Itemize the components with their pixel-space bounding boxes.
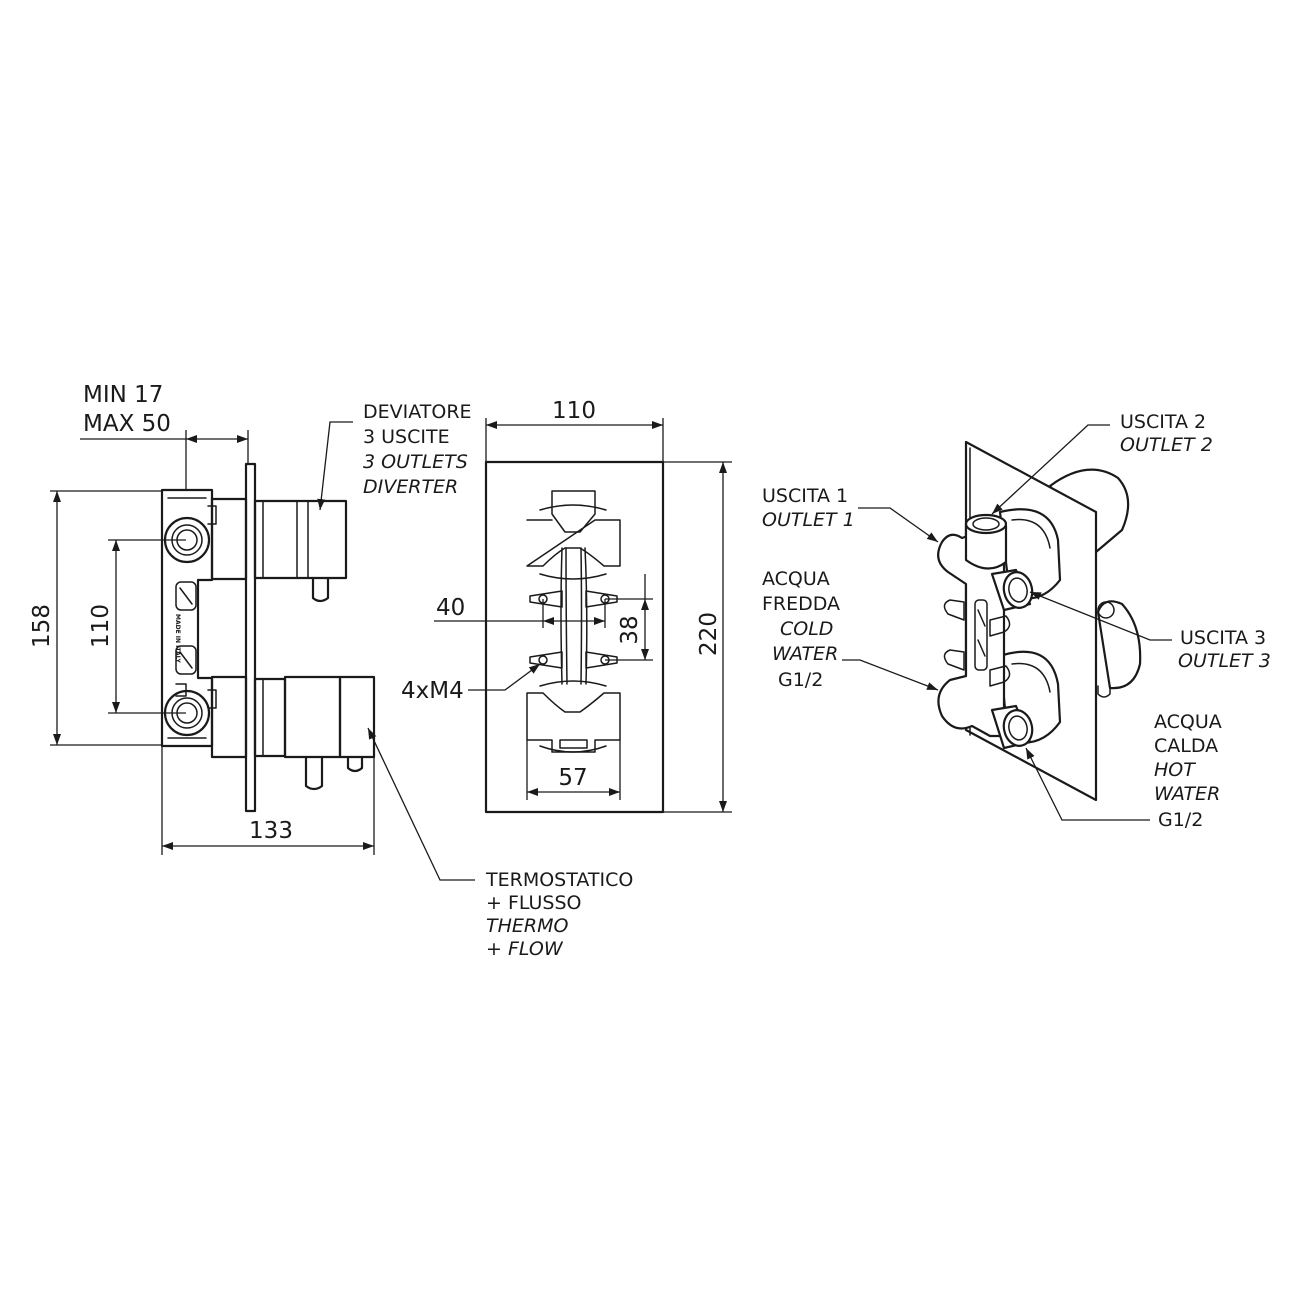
thermo-label-it: TERMOSTATICO <box>485 869 633 891</box>
dim-110-centres: 110 <box>88 539 186 714</box>
hot-label-3: HOT <box>1154 759 1196 781</box>
diverter-callout: DEVIATORE 3 USCITE 3 OUTLETS DIVERTER <box>317 401 472 511</box>
side-view: MADE IN ITALY <box>29 382 633 960</box>
dim-min-label: MIN 17 <box>83 382 163 408</box>
outlet2-label-en: OUTLET 2 <box>1120 434 1213 456</box>
isometric-view: USCITA 2 OUTLET 2 USCITA 1 OUTLET 1 USCI… <box>762 411 1271 831</box>
hot-label-1: ACQUA <box>1154 711 1222 733</box>
hot-label-4: WATER <box>1154 783 1220 805</box>
dim-40: 40 <box>434 595 606 628</box>
dim-plate-width-label: 110 <box>552 398 596 424</box>
dim-max-label: MAX 50 <box>83 411 171 437</box>
cold-label-1: ACQUA <box>762 568 830 590</box>
outlet3-label-it: USCITA 3 <box>1180 627 1266 649</box>
hot-thread-label: G1/2 <box>1158 809 1203 831</box>
dim-min-max: MIN 17 MAX 50 <box>80 382 249 490</box>
cold-label-4: WATER <box>772 643 838 665</box>
cold-label-3: COLD <box>780 618 833 640</box>
thermo-label-en-2: + FLOW <box>486 938 564 960</box>
wall-plate-edge <box>244 462 257 813</box>
diverter-label-it-2: 3 USCITE <box>363 426 450 448</box>
thermostatic-handle <box>210 675 376 791</box>
thermo-label-it-2: + FLUSSO <box>486 892 582 914</box>
screws-callout: 4xM4 <box>401 663 541 704</box>
thermo-callout: TERMOSTATICO + FLUSSO THERMO + FLOW <box>367 727 633 960</box>
outlet2-callout: USCITA 2 OUTLET 2 <box>991 411 1213 515</box>
outlet1-label-en: OUTLET 1 <box>762 509 855 531</box>
dim-158: 158 <box>29 490 162 746</box>
made-in-italy-marking: MADE IN ITALY <box>174 614 181 664</box>
outlet2-label-it: USCITA 2 <box>1120 411 1206 433</box>
dim-133: 133 <box>161 746 375 855</box>
front-view: 110 220 40 38 4xM4 <box>401 398 732 814</box>
iso-body <box>937 526 1006 738</box>
cover-plate <box>484 460 665 814</box>
diverter-label-en-2: DIVERTER <box>363 476 458 498</box>
diverter-handle <box>210 497 348 603</box>
dim-plate-width: 110 <box>485 398 664 462</box>
cold-thread-label: G1/2 <box>778 669 823 691</box>
outlet3-callout: USCITA 3 OUTLET 3 <box>1029 591 1271 672</box>
dim-plate-height-label: 220 <box>696 612 722 656</box>
diverter-label-it: DEVIATORE <box>363 401 472 423</box>
dim-38: 38 <box>605 574 653 661</box>
dim-plate-height: 220 <box>663 461 732 813</box>
outlet3-label-en: OUTLET 3 <box>1178 650 1271 672</box>
dim-57: 57 <box>526 740 621 800</box>
dim-110-label: 110 <box>88 604 114 648</box>
thermo-label-en: THERMO <box>486 915 568 937</box>
dim-38-label: 38 <box>617 615 643 644</box>
dim-40-label: 40 <box>436 595 465 621</box>
diverter-label-en: 3 OUTLETS <box>363 451 468 473</box>
outlet1-label-it: USCITA 1 <box>762 485 848 507</box>
hot-label-2: CALDA <box>1154 735 1218 757</box>
cold-water-callout: ACQUA FREDDA COLD WATER G1/2 <box>762 568 939 691</box>
dim-57-label: 57 <box>558 765 587 791</box>
cold-label-2: FREDDA <box>762 593 840 615</box>
dim-133-label: 133 <box>249 818 293 844</box>
dim-158-label: 158 <box>29 604 55 648</box>
screws-label: 4xM4 <box>401 678 464 704</box>
outlet1-callout: USCITA 1 OUTLET 1 <box>762 485 939 543</box>
hot-water-callout: ACQUA CALDA HOT WATER G1/2 <box>1025 711 1222 831</box>
mixer-body: MADE IN ITALY <box>160 488 217 748</box>
